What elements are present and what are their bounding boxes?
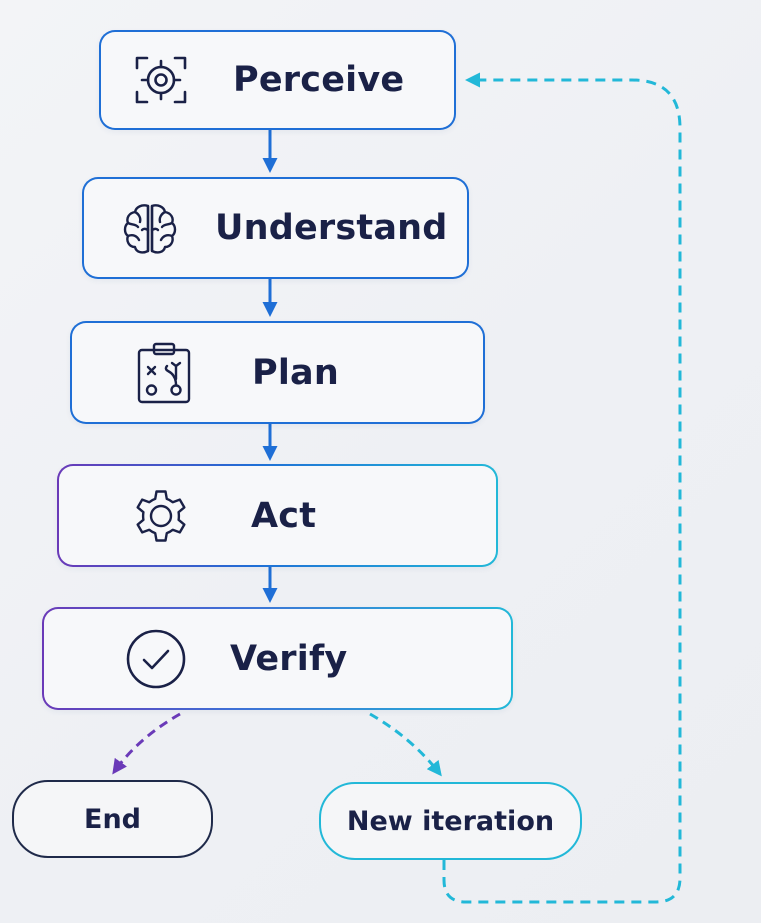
step-label-act: Act <box>251 495 317 536</box>
end-node: End <box>12 780 213 858</box>
step-understand: Understand <box>82 177 469 279</box>
new-iteration-label: New iteration <box>346 805 555 837</box>
focus-target-icon <box>129 48 193 112</box>
new-iteration-node: New iteration <box>319 782 582 860</box>
step-act: Act <box>57 464 498 567</box>
gear-icon <box>129 484 193 548</box>
step-label-verify: Verify <box>230 638 348 679</box>
arrow-verify-to-end <box>112 712 181 775</box>
step-perceive: Perceive <box>99 30 456 130</box>
step-plan: Plan <box>70 321 485 424</box>
brain-icon <box>118 196 182 260</box>
step-label-plan: Plan <box>252 352 339 393</box>
step-verify: Verify <box>42 607 513 710</box>
step-label-understand: Understand <box>215 208 448 248</box>
clipboard-strategy-icon <box>132 341 196 405</box>
step-label-perceive: Perceive <box>233 60 405 100</box>
arrow-verify-to-new-iteration <box>369 712 442 777</box>
check-circle-icon <box>124 627 188 691</box>
end-label: End <box>84 803 141 835</box>
